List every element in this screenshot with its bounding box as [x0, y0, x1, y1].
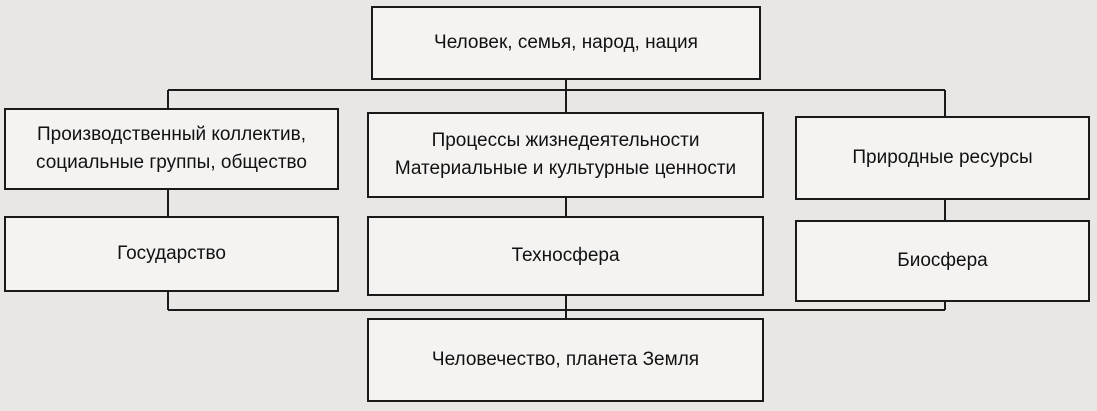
box-life-processes-text: Процессы жизнедеятельности Материальные …	[395, 127, 736, 183]
box-biosphere-label: Биосфера	[897, 250, 988, 271]
box-natural-resources-label: Природные ресурсы	[852, 147, 1033, 168]
box-humanity-earth-label: Человечество, планета Земля	[431, 349, 700, 370]
box-collective-society-text: Производственный коллектив, социальные г…	[36, 121, 307, 177]
box-life-processes-line2: Материальные и культурные ценности	[394, 158, 737, 179]
box-collective-society: Производственный коллектив, социальные г…	[4, 108, 339, 190]
box-natural-resources: Природные ресурсы	[795, 116, 1090, 200]
box-life-processes: Процессы жизнедеятельности Материальные …	[367, 112, 764, 198]
box-person-family-nation-label: Человек, семья, народ, нация	[434, 32, 698, 53]
box-state: Государство	[4, 216, 339, 292]
box-state-label: Государство	[117, 243, 226, 264]
box-collective-society-line2: социальные группы, общество	[36, 152, 307, 173]
box-technosphere: Техносфера	[367, 216, 764, 296]
box-technosphere-label: Техносфера	[511, 245, 620, 266]
box-life-processes-line1: Процессы жизнедеятельности	[431, 130, 700, 151]
box-collective-society-line1: Производственный коллектив,	[36, 124, 307, 145]
box-biosphere: Биосфера	[795, 220, 1090, 302]
box-person-family-nation: Человек, семья, народ, нация	[371, 6, 761, 80]
box-humanity-earth: Человечество, планета Земля	[367, 318, 764, 402]
